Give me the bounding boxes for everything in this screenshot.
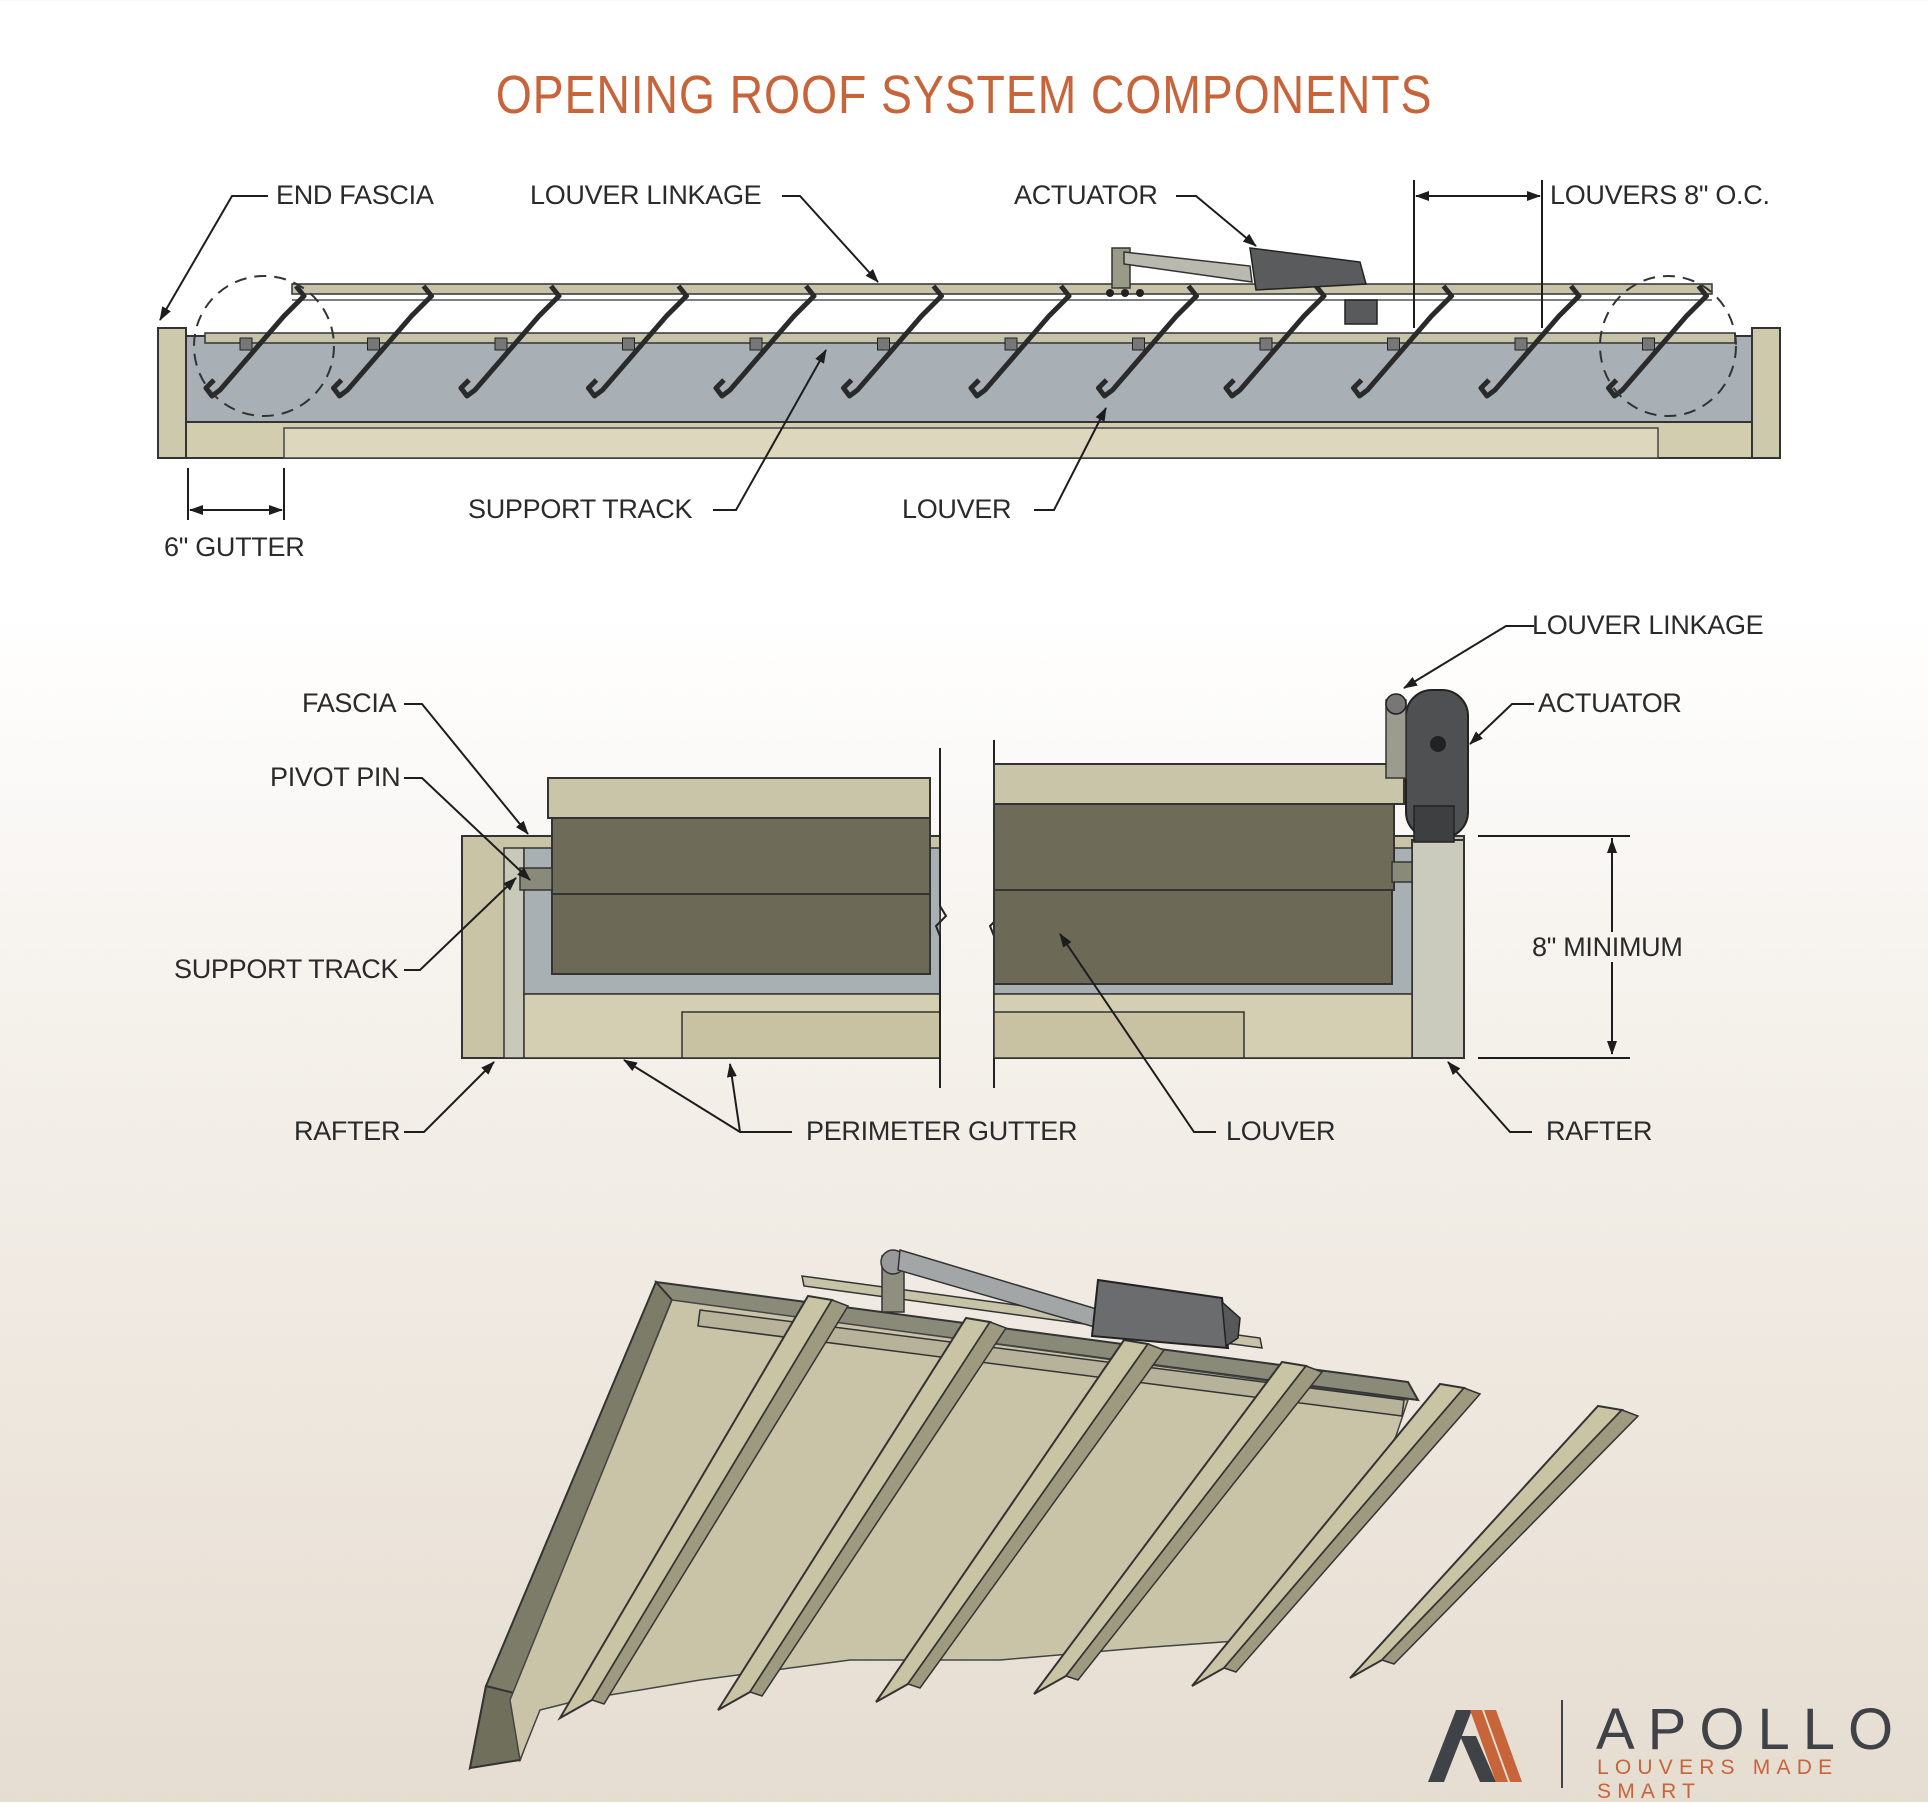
section-leaders <box>404 625 1534 1133</box>
louver-bracket <box>1514 337 1528 351</box>
louver-bracket <box>239 337 253 351</box>
label-rafter-right: RAFTER <box>1546 1116 1653 1146</box>
top-actuator <box>1106 247 1378 325</box>
detail-circle-left <box>193 275 335 417</box>
iso-louver-edge <box>1380 1409 1640 1665</box>
louver-bracket <box>494 337 508 351</box>
top-leaders <box>159 180 1543 520</box>
top-frame <box>157 283 1781 459</box>
louver-blade-left-a <box>551 817 931 895</box>
louver-bracket <box>877 337 890 351</box>
label-support-track-top: SUPPORT TRACK <box>468 494 693 524</box>
louver-blade <box>458 284 562 399</box>
label-end-fascia: END FASCIA <box>276 180 434 210</box>
label-pivot-pin: PIVOT PIN <box>270 762 401 792</box>
louver-blade-right-b <box>993 889 1393 985</box>
top-louvers <box>203 284 1709 399</box>
end-fascia-right <box>1751 327 1781 459</box>
gutter-inner <box>283 427 1659 459</box>
label-minimum: 8" MINIMUM <box>1532 932 1683 962</box>
louver-blade <box>331 284 434 399</box>
louver-blade <box>713 284 817 399</box>
label-actuator-top: ACTUATOR <box>1014 180 1158 210</box>
label-fascia: FASCIA <box>302 688 397 718</box>
iso-louver-edge <box>906 1343 1166 1689</box>
louver-blade <box>1096 284 1199 399</box>
louver-bracket <box>1004 337 1018 351</box>
louver-blade <box>1223 284 1327 399</box>
louver-top-left <box>547 777 931 819</box>
fascia-right <box>1411 839 1465 1059</box>
louver-bracket <box>1259 337 1273 351</box>
louver-bracket <box>1642 337 1655 351</box>
louver-blade <box>968 284 1072 399</box>
fascia-panel <box>185 335 1753 423</box>
label-louvers-oc: LOUVERS 8" O.C. <box>1550 180 1770 210</box>
louver-blade <box>841 284 944 399</box>
louver-blade <box>586 284 689 399</box>
brand-name: APOLLO <box>1596 1697 1907 1762</box>
label-support-track-section: SUPPORT TRACK <box>174 954 399 984</box>
label-actuator-section: ACTUATOR <box>1538 688 1682 718</box>
end-fascia-left <box>157 327 187 459</box>
louver-bracket <box>1387 337 1400 351</box>
label-louver-linkage-section: LOUVER LINKAGE <box>1532 610 1764 640</box>
louver-blade <box>1351 284 1454 399</box>
label-rafter-left: RAFTER <box>294 1116 401 1146</box>
louver-bracket <box>749 337 763 351</box>
louver-blade <box>1478 284 1582 399</box>
apollo-logo-icon <box>1428 1710 1522 1782</box>
isometric-drawing <box>468 1249 1640 1771</box>
label-louver-section: LOUVER <box>1226 1116 1336 1146</box>
brand-tagline: LOUVERS MADE SMART <box>1597 1756 1839 1803</box>
pivot-pin-left <box>519 867 553 891</box>
louver-blade-right-a <box>993 803 1395 891</box>
louver-linkage-bar <box>291 283 1713 295</box>
label-perimeter-gutter: PERIMETER GUTTER <box>806 1116 1078 1146</box>
iso-louver-edge <box>1064 1365 1324 1681</box>
section-right-half <box>993 689 1469 1059</box>
label-gutter: 6" GUTTER <box>164 532 305 562</box>
minimum-dimension <box>1478 835 1630 1059</box>
louver-blade-left-b <box>551 893 931 975</box>
iso-louver-edge <box>1222 1387 1482 1673</box>
brand-divider <box>1561 1700 1563 1788</box>
pivot-pin-right <box>1391 861 1413 883</box>
iso-louver-edge <box>748 1321 1008 1697</box>
label-louver-top: LOUVER <box>902 494 1012 524</box>
louver-top-right <box>993 763 1405 805</box>
iso-louver-edge <box>590 1299 850 1705</box>
iso-louvers <box>557 1294 1640 1721</box>
label-louver-linkage-top: LOUVER LINKAGE <box>530 180 762 210</box>
louver-bracket <box>1132 337 1145 351</box>
diagram-title: OPENING ROOF SYSTEM COMPONENTS <box>495 65 1433 125</box>
detail-circle-right <box>1599 275 1737 417</box>
louver-bracket <box>622 337 635 351</box>
louver-blade <box>203 284 307 399</box>
louver-bracket <box>367 337 380 351</box>
louver-blade <box>1606 284 1709 399</box>
section-left-half <box>461 777 941 1059</box>
